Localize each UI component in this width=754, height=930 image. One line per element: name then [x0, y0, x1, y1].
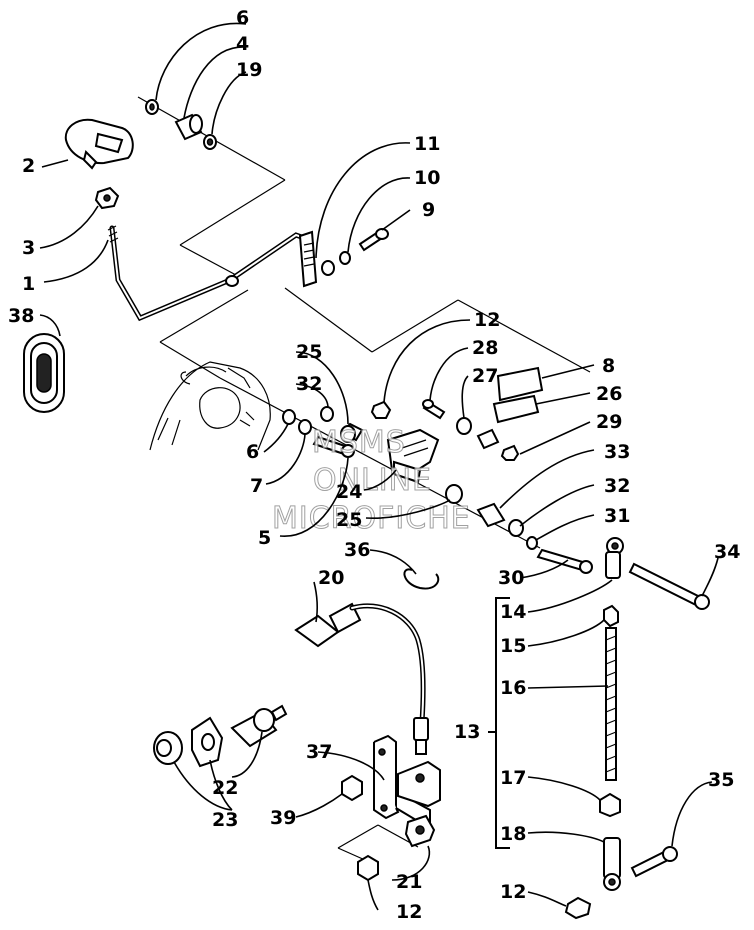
callout-24: 24 — [336, 481, 362, 503]
callout-32-top: 32 — [296, 373, 322, 395]
callout-10: 10 — [414, 167, 440, 189]
washer-6-top — [145, 99, 159, 115]
pivot-bracket-24 — [386, 428, 440, 484]
watermark: MSMS ONLINE MICROFICHE — [272, 425, 471, 537]
callout-30: 30 — [498, 567, 524, 589]
callout-34: 34 — [714, 541, 740, 563]
callout-9: 9 — [422, 199, 435, 221]
nut-15 — [603, 604, 619, 628]
threaded-rod-16 — [605, 627, 617, 781]
callout-19: 19 — [236, 59, 262, 81]
lever-rod-1 — [107, 225, 318, 322]
callout-39: 39 — [270, 807, 296, 829]
callout-23: 23 — [212, 809, 238, 831]
callout-17: 17 — [500, 767, 526, 789]
callout-12-top: 12 — [474, 309, 500, 331]
nut-17 — [599, 792, 621, 818]
washer-11 — [321, 260, 335, 276]
bushing-27 — [456, 417, 472, 435]
callout-14: 14 — [500, 601, 526, 623]
bolt-34 — [628, 562, 710, 610]
bolt-5 — [312, 435, 355, 458]
switch-harness-20 — [294, 602, 429, 755]
washer-6-mid — [282, 409, 296, 425]
bolt-30 — [536, 548, 593, 574]
bushing-25-top — [340, 422, 364, 443]
bushing-4 — [174, 113, 203, 141]
callout-27: 27 — [472, 365, 498, 387]
callout-29: 29 — [596, 411, 622, 433]
screw-9 — [358, 228, 389, 252]
nut-39 — [341, 774, 363, 802]
callout-33: 33 — [604, 441, 630, 463]
callout-8: 8 — [602, 355, 615, 377]
callout-11: 11 — [414, 133, 440, 155]
clip-36 — [403, 568, 440, 590]
callout-38: 38 — [8, 305, 34, 327]
switch-22 — [230, 704, 288, 748]
callout-37: 37 — [306, 741, 332, 763]
washer-10 — [339, 251, 351, 265]
nut-12-top — [370, 400, 392, 419]
rod-end-14 — [605, 537, 624, 579]
callout-6-mid: 6 — [246, 441, 259, 463]
callout-2: 2 — [22, 155, 35, 177]
washer-32-top — [320, 406, 334, 422]
callout-31: 31 — [604, 505, 630, 527]
callout-20: 20 — [318, 567, 344, 589]
callout-12-bottom: 12 — [396, 901, 422, 923]
pin-26 — [476, 428, 500, 450]
callout-6-top: 6 — [236, 7, 249, 29]
callout-leaders — [39, 22, 719, 911]
nut-3 — [94, 186, 120, 210]
bushing-25-bottom — [445, 484, 463, 504]
throttle-knob-2 — [64, 118, 134, 170]
washer-7 — [298, 419, 312, 435]
watermark-line-2: ONLINE — [313, 463, 432, 498]
nut-12-bottom-right — [564, 896, 592, 920]
callout-22: 22 — [212, 777, 238, 799]
rod-end-18 — [603, 837, 621, 891]
callout-4: 4 — [236, 33, 249, 55]
callout-13: 13 — [454, 721, 480, 743]
nut-12-bottom — [357, 854, 379, 882]
screw-28 — [422, 399, 446, 420]
callout-25-bottom: 25 — [336, 509, 362, 531]
nut-23 — [153, 731, 183, 765]
washer-31 — [526, 536, 538, 550]
callout-16: 16 — [500, 677, 526, 699]
plate-8 — [492, 366, 544, 424]
callout-3: 3 — [22, 237, 35, 259]
callout-7: 7 — [250, 475, 263, 497]
callout-1: 1 — [22, 273, 35, 295]
callout-28: 28 — [472, 337, 498, 359]
callout-36: 36 — [344, 539, 370, 561]
nut-29 — [500, 444, 520, 461]
callout-5: 5 — [258, 527, 271, 549]
grommet-38 — [23, 333, 65, 413]
bushing-19 — [203, 134, 217, 150]
callout-12-bottom-right: 12 — [500, 881, 526, 903]
callout-21: 21 — [396, 871, 422, 893]
callout-18: 18 — [500, 823, 526, 845]
callout-15: 15 — [500, 635, 526, 657]
washer-32-bottom — [508, 519, 524, 537]
callout-26: 26 — [596, 383, 622, 405]
callout-25-top: 25 — [296, 341, 322, 363]
callout-32-bottom: 32 — [604, 475, 630, 497]
callout-35: 35 — [708, 769, 734, 791]
switch-bracket-37 — [373, 734, 441, 828]
bushing-33 — [476, 502, 506, 528]
bushing-21 — [404, 814, 436, 848]
group-bracket-13 — [488, 597, 510, 849]
lock-washer-23 — [191, 716, 224, 768]
frame-bracket — [149, 361, 271, 451]
bolt-35 — [630, 846, 678, 878]
watermark-line-1: MSMS — [312, 425, 406, 460]
callout-labels: 6 4 19 2 3 1 11 10 9 38 12 25 32 28 27 8… — [8, 7, 740, 923]
